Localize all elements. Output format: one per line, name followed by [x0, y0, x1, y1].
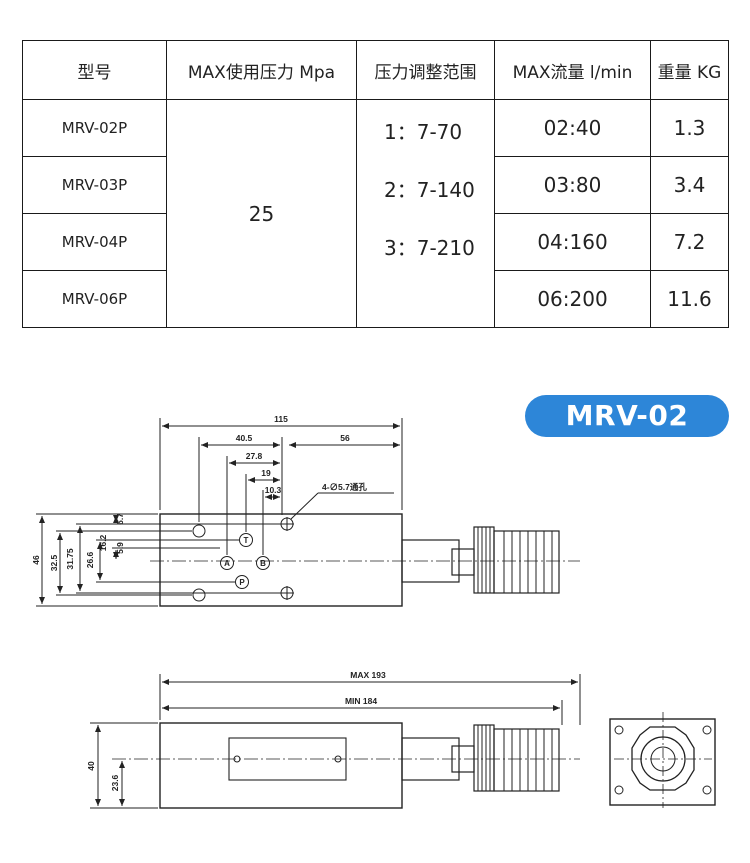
table-row: MRV-04P 04:160 7.2 — [22, 213, 729, 271]
table-row: MRV-06P 06:200 11.6 — [22, 270, 729, 328]
flow-cell: 02:40 — [494, 99, 651, 157]
valve-body-top — [159, 513, 403, 607]
adjust-knob-top — [493, 530, 560, 594]
model-cell: MRV-06P — [22, 270, 167, 328]
table-row: MRV-02P 25 02:40 1.3 — [22, 99, 729, 328]
table-header-row: 型号 MAX使用压力 Mpa 压力调整范围 MAX流量 l/min 重量 KG — [22, 40, 729, 100]
port-a — [220, 556, 234, 570]
nameplate — [228, 737, 347, 781]
dim-27-8: 27.8 — [246, 451, 263, 461]
port-p — [235, 575, 249, 589]
weight-cell: 11.6 — [650, 270, 729, 328]
dim-32-5: 32.5 — [49, 554, 59, 571]
dim-10-3: 10.3 — [265, 485, 282, 495]
valve-body-side — [159, 722, 403, 809]
range-line-3: 3：7-210 — [384, 236, 475, 260]
port-a-label: A — [224, 559, 230, 568]
header-max-flow: MAX流量 l/min — [494, 40, 651, 100]
dim-min-184: MIN 184 — [345, 696, 377, 706]
weight-cell: 3.4 — [650, 156, 729, 214]
flow-cell: 06:200 — [494, 270, 651, 328]
dim-115: 115 — [274, 414, 288, 424]
adjust-knob-side — [493, 728, 560, 792]
dim-6-7: 6.7 — [115, 513, 125, 525]
port-b-label: B — [260, 559, 266, 568]
range-line-2: 2：7-140 — [384, 178, 475, 202]
flow-cell: 03:80 — [494, 156, 651, 214]
hole-note: 4-∅5.7通孔 — [322, 482, 367, 492]
model-cell: MRV-02P — [22, 99, 167, 157]
header-max-pressure: MAX使用压力 Mpa — [166, 40, 357, 100]
header-model: 型号 — [22, 40, 167, 100]
dim-5-9: 5.9 — [115, 542, 125, 554]
port-p-label: P — [239, 578, 245, 587]
model-cell: MRV-04P — [22, 213, 167, 271]
port-t — [239, 533, 253, 547]
dim-23-6: 23.6 — [110, 774, 120, 791]
weight-cell: 1.3 — [650, 99, 729, 157]
range-cell — [356, 99, 495, 328]
spec-table: 型号 MAX使用压力 Mpa 压力调整范围 MAX流量 l/min 重量 KG … — [22, 40, 729, 328]
port-b — [256, 556, 270, 570]
dim-40: 40 — [86, 761, 96, 771]
dim-56: 56 — [340, 433, 350, 443]
flow-cell: 04:160 — [494, 213, 651, 271]
dim-max-193: MAX 193 — [350, 670, 386, 680]
dim-19: 19 — [261, 468, 271, 478]
header-weight: 重量 KG — [650, 40, 729, 100]
header-pressure-range: 压力调整范围 — [356, 40, 495, 100]
dim-31-75: 31.75 — [65, 548, 75, 570]
dim-26-6: 26.6 — [85, 551, 95, 568]
dim-46: 46 — [31, 555, 41, 565]
model-badge: MRV-02 — [525, 395, 729, 437]
range-line-1: 1：7-70 — [384, 120, 463, 144]
dim-40-5: 40.5 — [236, 433, 253, 443]
knob-end-view — [631, 726, 695, 791]
dim-16-2: 16.2 — [98, 534, 108, 551]
weight-cell: 7.2 — [650, 213, 729, 271]
port-t-label: T — [244, 536, 249, 545]
model-cell: MRV-03P — [22, 156, 167, 214]
pressure-cell: 25 — [166, 99, 357, 328]
end-view-body — [609, 718, 716, 806]
